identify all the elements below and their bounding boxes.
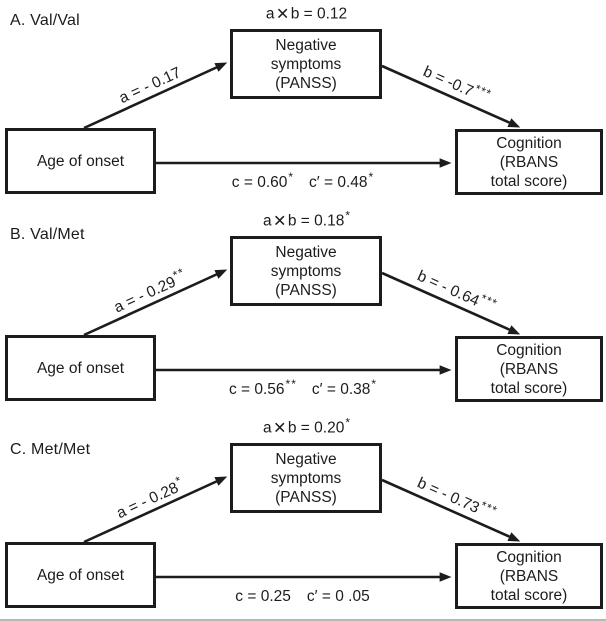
panel-title: C. Met/Met bbox=[10, 441, 91, 458]
box-age-of-onset: Age of onset bbox=[5, 335, 156, 401]
box-age-of-onset: Age of onset bbox=[5, 542, 156, 608]
indirect-effect-label: a×b = 0.20* bbox=[263, 416, 351, 441]
significance-stars: * bbox=[345, 415, 352, 430]
path-c-prime-label: c′ = 0.48* bbox=[309, 170, 375, 191]
box-cognition: Cognition (RBANS total score) bbox=[455, 129, 603, 195]
path-c-label: c = 0.60* bbox=[231, 170, 295, 191]
path-c-prime-label: c′ = 0.38* bbox=[311, 377, 378, 398]
indirect-effect-label: a×b = 0.18* bbox=[263, 209, 351, 234]
ab-right: b = 0.12 bbox=[290, 5, 348, 23]
box-negative-symptoms: Negative symptoms (PANSS) bbox=[230, 236, 382, 306]
panel-val-met: B. Val/Met a×b = 0.18* Age of onset Nega… bbox=[0, 207, 606, 414]
ab-left: a bbox=[262, 419, 272, 437]
significance-stars: * bbox=[368, 170, 375, 184]
panel-title: A. Val/Val bbox=[10, 12, 80, 29]
path-c-labels: c = 0.56** c′ = 0.38* bbox=[229, 377, 377, 399]
path-c-label: c = 0.25 bbox=[235, 588, 291, 605]
significance-stars: ** bbox=[285, 377, 297, 391]
path-c-labels: c = 0.60* c′ = 0.48* bbox=[232, 170, 374, 192]
ab-right: b = 0.18 bbox=[287, 212, 345, 230]
multiplication-icon: × bbox=[273, 209, 286, 233]
path-c-prime-label: c′ = 0 .05 bbox=[306, 588, 370, 605]
panel-val-val: A. Val/Val a×b = 0.12 Age of onset Negat… bbox=[0, 0, 606, 207]
significance-stars: * bbox=[288, 170, 295, 184]
box-negative-symptoms: Negative symptoms (PANSS) bbox=[230, 443, 382, 513]
ab-right: b = 0.20 bbox=[287, 419, 345, 437]
arrow-a bbox=[83, 476, 228, 544]
path-arrows bbox=[83, 476, 521, 582]
significance-stars: * bbox=[371, 377, 378, 391]
box-cognition: Cognition (RBANS total score) bbox=[455, 336, 603, 402]
ab-left: a bbox=[265, 5, 275, 23]
arrow-a bbox=[83, 62, 228, 130]
box-cognition: Cognition (RBANS total score) bbox=[455, 543, 603, 609]
path-arrows bbox=[83, 269, 521, 375]
multiplication-icon: × bbox=[273, 416, 286, 440]
arrow-b bbox=[381, 64, 521, 128]
box-age-of-onset: Age of onset bbox=[5, 128, 156, 194]
path-arrows bbox=[83, 62, 521, 168]
significance-stars: * bbox=[345, 208, 352, 223]
ab-left: a bbox=[262, 212, 272, 230]
panel-title: B. Val/Met bbox=[10, 226, 85, 243]
arrow-b bbox=[381, 271, 521, 335]
multiplication-icon: × bbox=[276, 2, 289, 26]
panel-met-met: C. Met/Met a×b = 0.20* Age of onset Nega… bbox=[0, 414, 606, 619]
path-c-label: c = 0.56** bbox=[228, 377, 297, 398]
indirect-effect-label: a×b = 0.12 bbox=[266, 2, 348, 27]
box-negative-symptoms: Negative symptoms (PANSS) bbox=[230, 29, 382, 99]
arrow-a bbox=[83, 269, 228, 337]
arrow-b bbox=[381, 478, 521, 542]
path-c-labels: c = 0.25 c′ = 0 .05 bbox=[235, 584, 370, 606]
